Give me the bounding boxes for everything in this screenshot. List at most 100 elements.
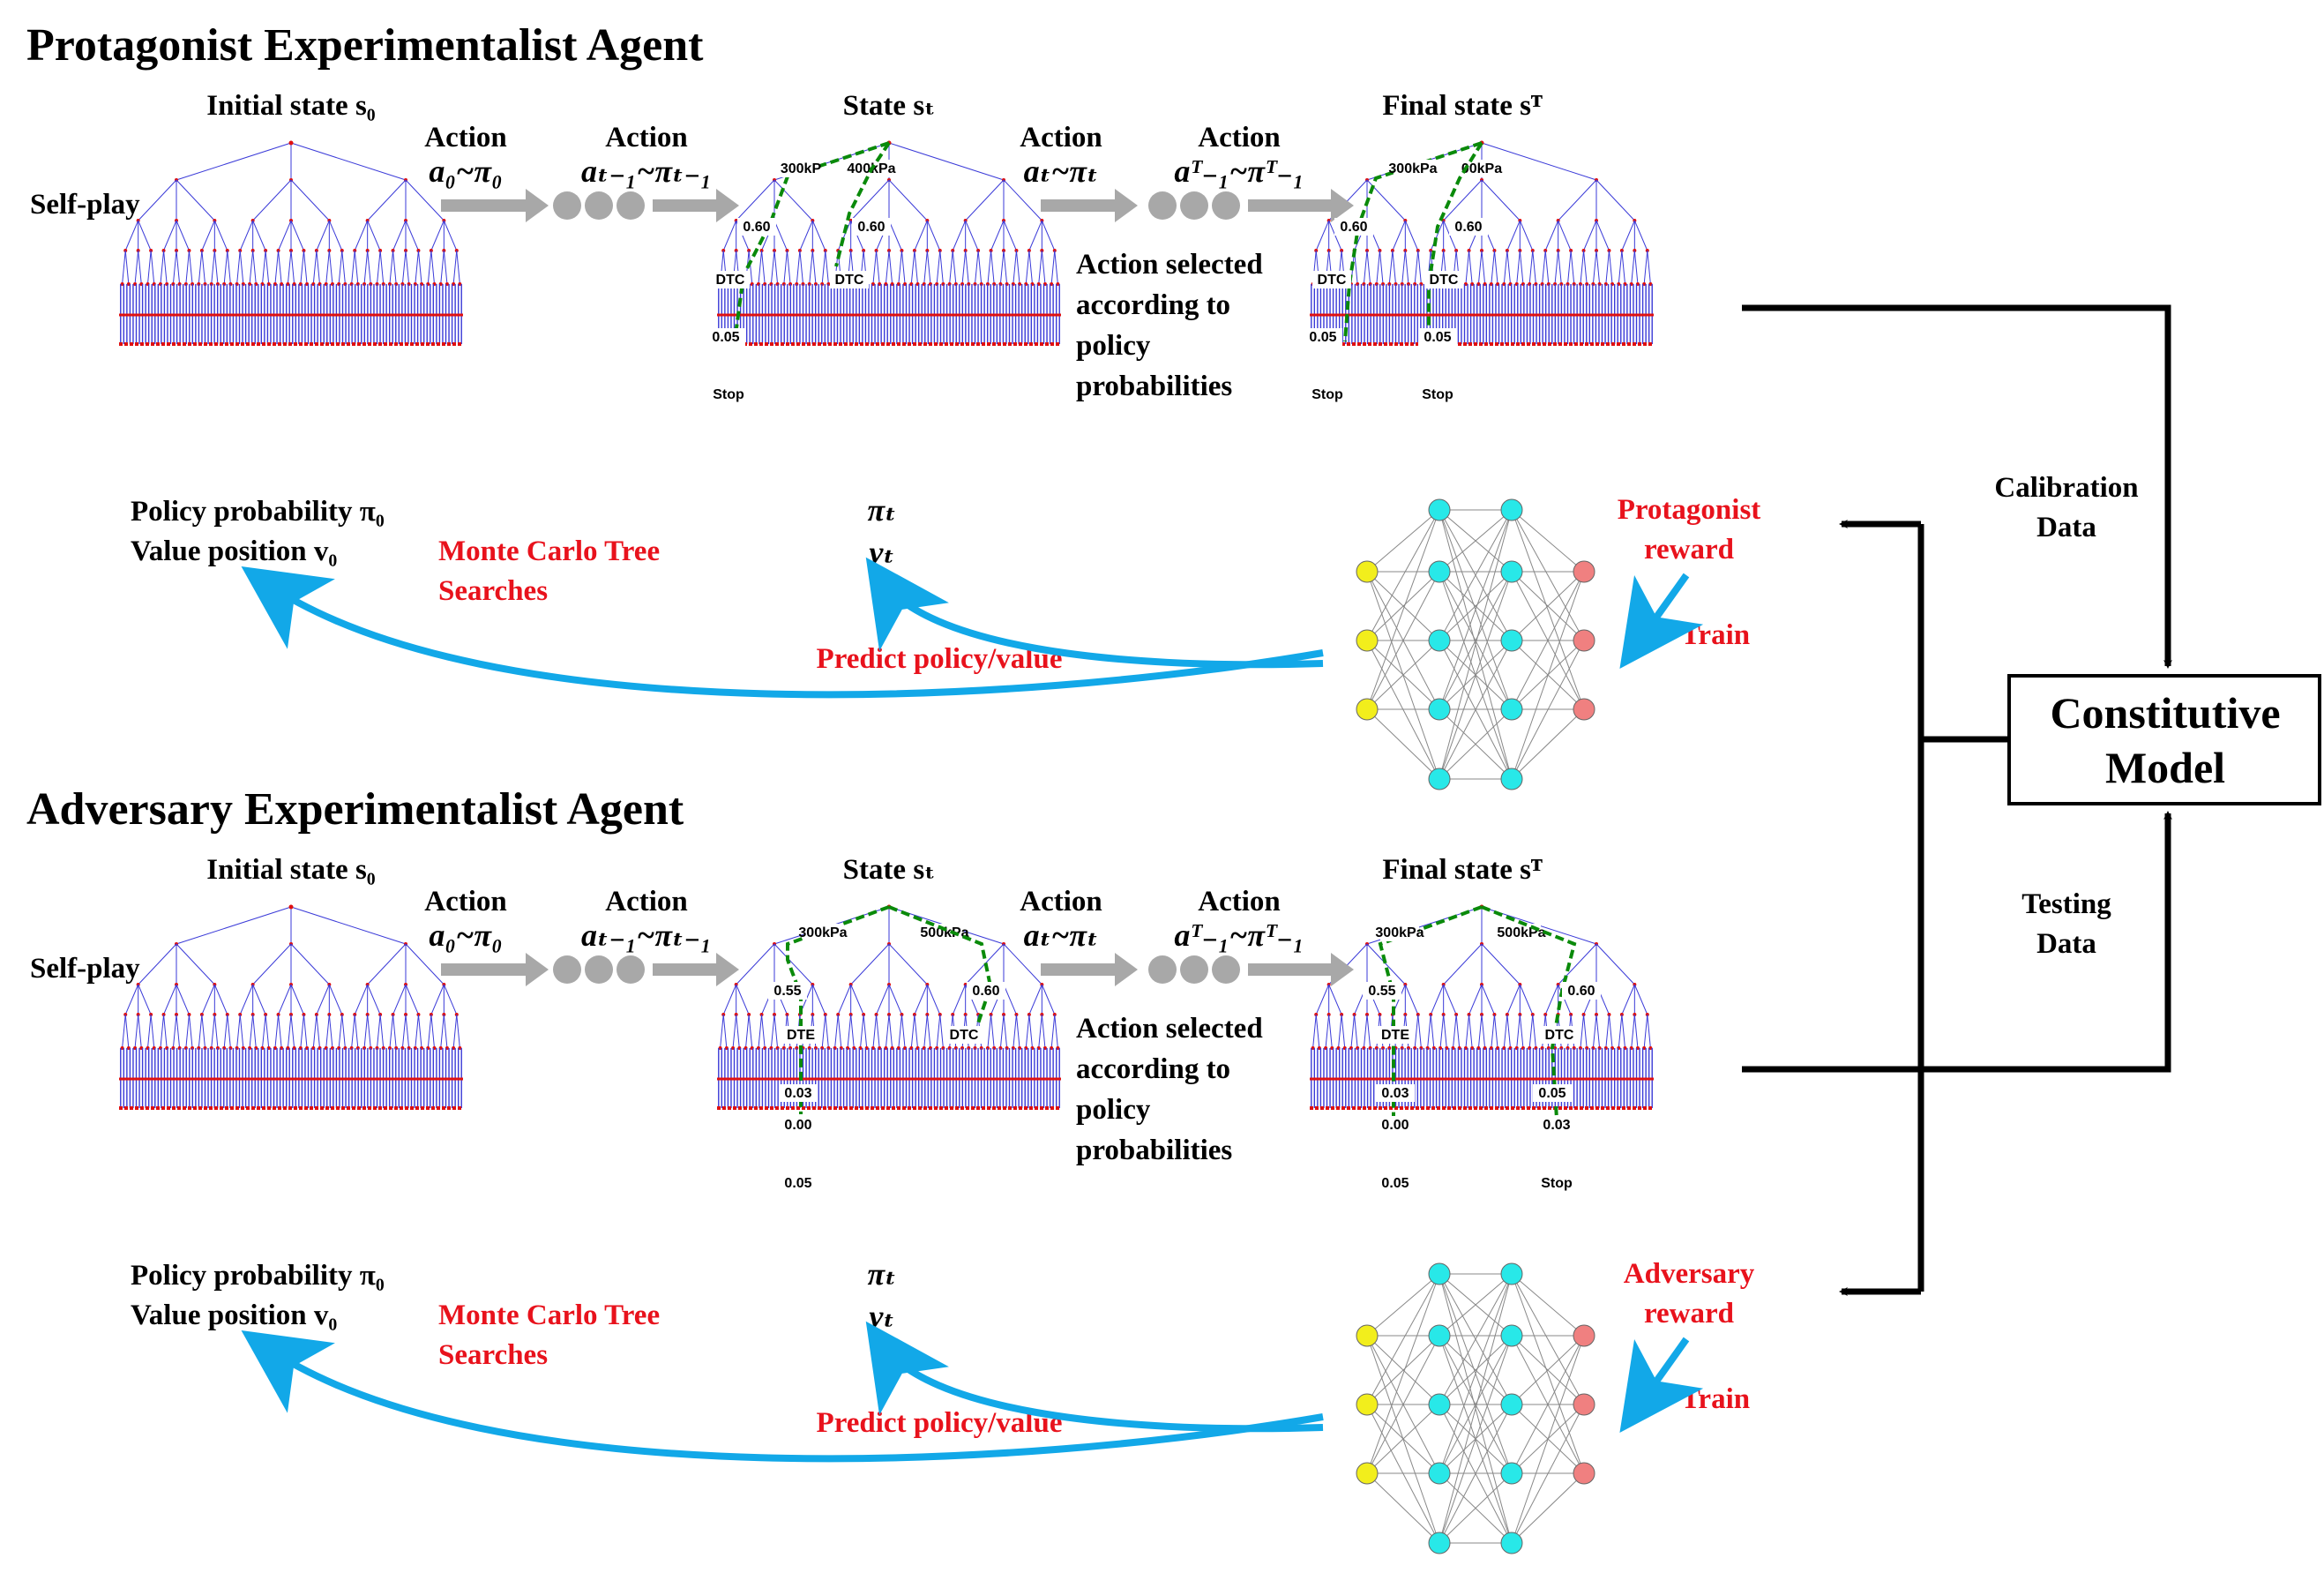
- action-1-expr: a₀~π₀: [429, 918, 502, 953]
- tree-initial: [119, 904, 463, 1110]
- path-node-label: 0.55: [773, 984, 801, 999]
- path-node-label: Stop: [713, 387, 744, 402]
- action-2-label: Action: [605, 122, 688, 154]
- path-node-label: 300kP: [781, 161, 822, 176]
- action-3-expr: aₜ~πₜ: [1024, 918, 1099, 953]
- v-t-label: vₜ: [869, 1299, 894, 1334]
- action-4-label: Action: [1198, 886, 1281, 918]
- nn-output-node: [1573, 629, 1595, 652]
- testing-data-label: Data: [2036, 928, 2096, 960]
- path-node-label: 0.05: [1538, 1086, 1566, 1101]
- policy-probability-label: Policy probability π₀: [131, 1260, 385, 1292]
- tree-state-t: [717, 140, 1061, 346]
- nn-hidden-node: [1500, 629, 1523, 652]
- nn-hidden-node: [1500, 1532, 1523, 1554]
- path-node-label: DTC: [1318, 273, 1347, 288]
- tree-initial: [119, 140, 463, 346]
- action-3-label: Action: [1020, 122, 1102, 154]
- final-state-label: Final state sᵀ: [1382, 854, 1543, 886]
- nn-hidden-node: [1500, 1462, 1523, 1485]
- ellipsis-dots-1: [553, 191, 645, 220]
- action-arrow-1: [441, 189, 549, 222]
- panel-title: Protagonist Experimentalist Agent: [26, 20, 704, 71]
- path-node-label: 0.00: [1381, 1118, 1409, 1133]
- nn-hidden-node: [1428, 1324, 1451, 1347]
- action-2-expr: aₜ₋₁~πₜ₋₁: [581, 918, 712, 953]
- v-t-label: vₜ: [869, 535, 894, 570]
- constitutive-model-label: Constitutive: [2050, 688, 2280, 738]
- nn-output-node: [1573, 1462, 1595, 1485]
- path-node-label: Stop: [1311, 387, 1343, 402]
- nn-hidden-node: [1500, 498, 1523, 521]
- path-node-label: 0.03: [1381, 1086, 1409, 1101]
- path-node-label: 0.00: [784, 1118, 811, 1133]
- ellipsis-dots-1: [553, 955, 645, 984]
- path-node-label: 0.60: [1454, 220, 1482, 235]
- action-selected-text: policy: [1076, 330, 1151, 362]
- nn-input-node: [1356, 698, 1379, 721]
- initial-state-label: Initial state s₀: [206, 90, 376, 122]
- path-node-label: 0.03: [1543, 1118, 1570, 1133]
- nn-hidden-node: [1500, 1262, 1523, 1285]
- path-node-label: 500kPa: [920, 925, 968, 940]
- nn-hidden-node: [1428, 560, 1451, 583]
- calibration-data-label: Calibration: [1994, 472, 2138, 504]
- nn-hidden-node: [1428, 1462, 1451, 1485]
- path-node-label: 0.60: [743, 220, 770, 235]
- nn-input-node: [1356, 1462, 1379, 1485]
- action-4-expr: aᵀ₋₁~πᵀ₋₁: [1174, 154, 1304, 189]
- action-3-expr: aₜ~πₜ: [1024, 154, 1099, 189]
- neural-network: [1356, 1262, 1595, 1554]
- policy-probability-label: Policy probability π₀: [131, 496, 385, 528]
- action-1-expr: a₀~π₀: [429, 154, 502, 189]
- path-node-label: 0.05: [1309, 330, 1336, 345]
- nn-output-node: [1573, 698, 1595, 721]
- path-node-label: DTC: [950, 1028, 979, 1043]
- tree-final: [1310, 904, 1654, 1110]
- initial-state-label: Initial state s₀: [206, 854, 376, 886]
- nn-hidden-node: [1428, 498, 1451, 521]
- reward-label: reward: [1644, 1298, 1734, 1330]
- testing-data-arrow: [1742, 811, 2172, 1073]
- nn-hidden-node: [1500, 698, 1523, 721]
- path-node-label: Stop: [1422, 387, 1453, 402]
- nn-input-node: [1356, 629, 1379, 652]
- nn-hidden-node: [1428, 1393, 1451, 1416]
- nn-hidden-node: [1428, 1532, 1451, 1554]
- predict-arrow-state-t: [865, 1321, 1324, 1433]
- nn-input-node: [1356, 560, 1379, 583]
- action-selected-text: Action selected: [1076, 1013, 1263, 1045]
- action-4-expr: aᵀ₋₁~πᵀ₋₁: [1174, 918, 1304, 953]
- action-3-label: Action: [1020, 886, 1102, 918]
- reward-label: reward: [1644, 534, 1734, 566]
- predict-arrow-state-t: [865, 557, 1324, 669]
- nn-hidden-node: [1428, 629, 1451, 652]
- action-arrow-4: [1248, 189, 1354, 222]
- path-node-label: 0.05: [1381, 1176, 1409, 1191]
- action-selected-text: probabilities: [1076, 1135, 1232, 1166]
- panel-title: Adversary Experimentalist Agent: [26, 784, 684, 835]
- neural-network: [1356, 498, 1595, 790]
- nn-output-node: [1573, 1393, 1595, 1416]
- path-node-label: 0.60: [1567, 984, 1595, 999]
- train-label: Train: [1681, 619, 1750, 651]
- path-node-label: 0.05: [1424, 330, 1451, 345]
- path-node-label: 00kPa: [1461, 161, 1502, 176]
- train-arrow: [1619, 1337, 1704, 1434]
- mcts-label: Searches: [438, 1339, 548, 1371]
- pi-t-label: πₜ: [868, 492, 897, 528]
- action-1-label: Action: [424, 122, 507, 154]
- value-position-label: Value position v₀: [131, 536, 337, 567]
- nn-hidden-node: [1500, 768, 1523, 790]
- action-4-label: Action: [1198, 122, 1281, 154]
- train-label: Train: [1681, 1383, 1750, 1415]
- pi-t-label: πₜ: [868, 1256, 897, 1292]
- mcts-label: Monte Carlo Tree: [438, 1300, 660, 1331]
- nn-input-node: [1356, 1324, 1379, 1347]
- action-selected-text: probabilities: [1076, 371, 1232, 402]
